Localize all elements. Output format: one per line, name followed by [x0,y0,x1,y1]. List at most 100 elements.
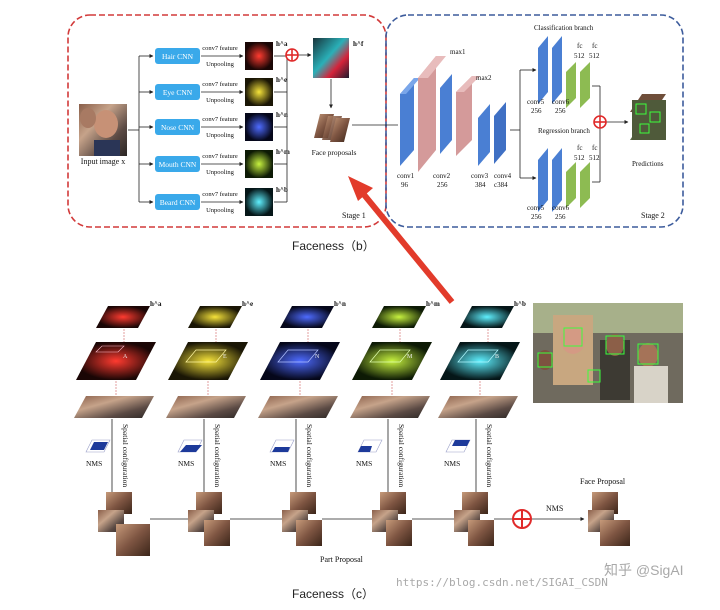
cls-conv5-label: conv5 [527,98,545,106]
cnn-eye-op: Unpooling [206,97,235,104]
input-label: Input image x [81,157,125,166]
cnn-nose-op: Unpooling [206,132,235,139]
response-maps: h^a h^e h^n h^m h^b [245,40,290,216]
cnn-nose: Nose CNN conv7 feature Unpooling [155,116,238,139]
reg-conv6-size: 256 [555,213,566,221]
spatial-lines [111,419,477,494]
spatial-label-0: Spatial configuration [121,424,130,487]
bmap-label-2: h^n [334,300,346,308]
max2-label: max2 [476,74,492,82]
conv3-label: conv3 [471,172,489,180]
conv1-size: 96 [401,181,409,189]
classification-label: Classification branch [534,24,594,32]
nms-label-1: NMS [178,459,194,468]
plane-letters: A E N M B [123,354,499,360]
cnn-mouth-op: Unpooling [206,169,235,176]
column-eye [166,306,248,418]
conv2-size: 256 [437,181,448,189]
cnn-mouth-label: Mouth CNN [159,160,197,169]
crowd-photo [533,303,683,403]
final-plus-icon [512,509,532,529]
bmap-label-0: h^a [150,300,162,308]
stack-4 [454,492,494,546]
map-label-mouth: h^m [276,148,290,156]
max1-block [418,56,436,172]
cnn-hair-label: Hair CNN [162,52,194,61]
stack-1 [188,492,230,546]
network [400,36,629,212]
reg-conv6 [552,148,562,212]
cnn-beard-label: Beard CNN [160,198,196,207]
final-nms-label: NMS [546,504,563,513]
reg-fc2 [580,162,590,208]
map-label-beard: h^b [276,186,288,194]
max2-block [456,76,472,156]
reg-fc-a-size: 512 [574,154,585,162]
big-red-arrow [348,176,455,304]
cnn-to-map-arrows [201,54,244,204]
conv4-label: conv4 [494,172,512,180]
face-proposal-label: Face Proposal [580,477,626,486]
conv1-block [400,78,414,166]
cls-conv6-label: conv6 [552,98,570,106]
conv3-size: 384 [475,181,486,189]
spatial-label-4: Spatial configuration [485,424,494,487]
network-labels: conv1 96 conv2 256 conv3 384 conv4 c384 … [397,24,665,221]
spatial-labels: Spatial configuration Spatial configurat… [121,424,494,487]
cnn-hair-feature: conv7 feature [202,45,238,52]
face-proposals [314,114,350,142]
merge-lines [274,53,312,203]
spatial-label-1: Spatial configuration [213,424,222,487]
nms-labels: NMS NMS NMS NMS NMS [86,459,460,468]
map-eye [245,78,273,106]
cls-fc-b-size: 512 [589,52,600,60]
cnn-beard-feature: conv7 feature [202,191,238,198]
bmap-label-1: h^e [242,300,253,308]
map-label-nose: h^n [276,111,288,119]
cls-fc-a: fc [577,42,582,50]
cls-fc2 [580,62,590,108]
cnn-mouth-feature: conv7 feature [202,153,238,160]
cls-fc-a-size: 512 [574,52,585,60]
cnn-branches: Hair CNN conv7 feature Unpooling Eye CNN… [155,45,238,214]
input-image [79,104,127,156]
plane-letter-1: E [223,354,227,360]
plane-letter-4: B [495,354,499,360]
plane-letter-0: A [123,354,128,360]
conv2-block [440,74,452,154]
cls-fc1 [566,62,576,108]
map-mouth [245,150,273,178]
cnn-eye: Eye CNN conv7 feature Unpooling [155,81,238,104]
column-beard [438,306,520,418]
cls-conv6 [552,36,562,104]
nms-label-2: NMS [270,459,286,468]
spatial-label-3: Spatial configuration [397,424,406,487]
cnn-nose-label: Nose CNN [161,123,195,132]
conv2-label: conv2 [433,172,451,180]
plus-icon [285,48,299,62]
caption-b: Faceness（b） [292,239,375,253]
conv1-label: conv1 [397,172,415,180]
stack-3 [372,492,412,546]
part-columns [74,306,520,418]
cnn-beard-op: Unpooling [206,207,235,214]
cnn-hair-op: Unpooling [206,61,235,68]
nms-label-0: NMS [86,459,102,468]
reg-conv5-label: conv5 [527,204,545,212]
stack-2 [282,492,322,546]
reg-conv5-size: 256 [531,213,542,221]
max1-label: max1 [450,48,466,56]
map-beard [245,188,273,216]
cnn-hair: Hair CNN conv7 feature Unpooling [155,45,238,68]
column-mouth [350,306,432,418]
bmap-label-4: h^b [514,300,526,308]
cnn-beard: Beard CNN conv7 feature Unpooling [155,191,238,214]
part-proposal-stacks [98,492,494,556]
map-hair [245,42,273,70]
reg-fc-a: fc [577,144,582,152]
stack-0 [98,492,150,556]
bottom-map-labels: h^a h^e h^n h^m h^b [150,300,526,308]
column-nose [258,306,340,418]
stage1-label: Stage 1 [342,211,366,220]
